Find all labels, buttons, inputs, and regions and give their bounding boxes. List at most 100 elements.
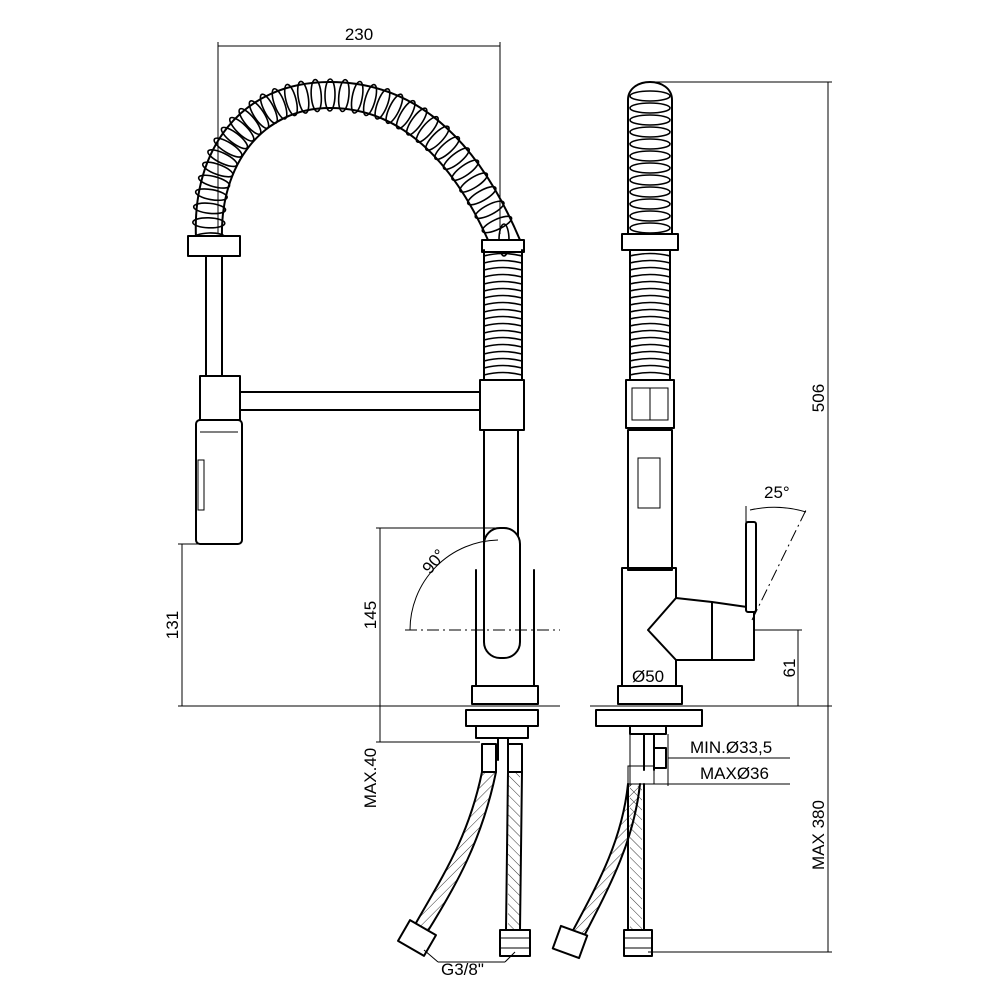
spring-coil bbox=[629, 273, 671, 278]
spring-coil bbox=[194, 188, 228, 202]
spring-coil bbox=[483, 308, 523, 313]
spring-coil bbox=[192, 216, 226, 229]
spring-coil bbox=[374, 88, 391, 120]
body-collar bbox=[479, 379, 525, 431]
spring-coil bbox=[220, 126, 249, 150]
spring-arch-inner bbox=[220, 107, 489, 241]
spring-coil bbox=[629, 198, 671, 210]
side-spring-collar bbox=[621, 233, 679, 251]
mount-plate bbox=[465, 709, 539, 727]
spring-coil bbox=[629, 114, 671, 126]
side-lever bbox=[647, 597, 755, 661]
spring-coil bbox=[483, 273, 523, 278]
dim-diameter-50: Ø50 bbox=[632, 667, 664, 686]
body-spring-coils bbox=[483, 252, 523, 376]
spring-coil bbox=[483, 329, 523, 334]
spring-coil bbox=[415, 115, 439, 143]
spring-coil bbox=[483, 350, 523, 355]
spring-coil bbox=[207, 149, 238, 168]
spray-head-body bbox=[195, 419, 243, 545]
spring-coil bbox=[629, 371, 671, 376]
spring-coil bbox=[433, 135, 461, 161]
side-hose-left bbox=[569, 783, 629, 937]
spring-coil bbox=[483, 336, 523, 341]
spring-coil bbox=[629, 350, 671, 355]
spring-coil bbox=[466, 185, 497, 206]
spring-coil bbox=[259, 93, 279, 124]
side-view: 506 61 25° Ø50 MIN.Ø33,5 MAXØ36 MAX 380 bbox=[551, 81, 832, 960]
spring-coil bbox=[629, 294, 671, 299]
spring-coil bbox=[629, 138, 671, 150]
spring-coil bbox=[629, 364, 671, 369]
spring-coil bbox=[483, 322, 523, 327]
spring-coil bbox=[629, 287, 671, 292]
spring-coil bbox=[483, 371, 523, 376]
dim-506: 506 bbox=[809, 384, 828, 412]
spring-coil bbox=[629, 252, 671, 257]
front-view: 230 131 145 90° MAX.40 G3/8" bbox=[163, 25, 560, 979]
spring-coil bbox=[481, 215, 513, 234]
spring-coil bbox=[483, 364, 523, 369]
lever-rotation-line bbox=[751, 509, 807, 621]
spring-coil bbox=[405, 107, 428, 136]
spring-collar-left bbox=[187, 235, 241, 257]
side-body-coils bbox=[629, 252, 671, 376]
side-spray-window bbox=[637, 457, 661, 509]
spring-coil bbox=[283, 83, 299, 117]
angle-arc-90 bbox=[409, 539, 499, 631]
spring-coil bbox=[324, 78, 336, 112]
spring-coils-front bbox=[192, 78, 513, 257]
spring-coil bbox=[483, 294, 523, 299]
dim-max380: MAX 380 bbox=[809, 800, 828, 870]
spring-coil bbox=[192, 202, 227, 215]
spring-coil bbox=[238, 107, 262, 136]
spring-coil bbox=[629, 222, 671, 234]
spray-head-top bbox=[199, 375, 241, 421]
spring-coil bbox=[213, 137, 243, 158]
side-mount-plate bbox=[595, 709, 703, 727]
spring-coil bbox=[248, 100, 270, 130]
spring-coil bbox=[483, 280, 523, 285]
hose-nut-right bbox=[499, 929, 531, 957]
spring-coil bbox=[483, 287, 523, 292]
hose-right bbox=[505, 771, 509, 931]
lever-handle bbox=[483, 527, 521, 659]
spring-coil bbox=[629, 301, 671, 306]
spring-coil bbox=[442, 147, 470, 171]
spring-coil bbox=[197, 174, 231, 189]
dim-145: 145 bbox=[361, 601, 380, 629]
side-column bbox=[627, 429, 673, 571]
spring-coil bbox=[424, 125, 450, 152]
spring-coil bbox=[296, 80, 310, 114]
spring-coil bbox=[629, 343, 671, 348]
spring-coil bbox=[629, 150, 671, 162]
side-lever-grip bbox=[745, 521, 757, 613]
spring-coil bbox=[629, 357, 671, 362]
side-spring-coils bbox=[629, 90, 671, 234]
dim-131: 131 bbox=[163, 611, 182, 639]
side-spring-top bbox=[627, 81, 673, 237]
spring-coil bbox=[629, 90, 671, 102]
spring-coil bbox=[228, 116, 255, 142]
body-base bbox=[471, 685, 539, 705]
hose-nut-left bbox=[397, 919, 437, 957]
spring-coil bbox=[629, 162, 671, 174]
spring-coil bbox=[451, 159, 480, 182]
spring-coil bbox=[629, 186, 671, 198]
spring-coil bbox=[362, 83, 378, 117]
spring-coil bbox=[629, 329, 671, 334]
side-nut-right bbox=[623, 929, 653, 957]
spring-collar-right-bottom bbox=[481, 239, 525, 253]
spring-coil bbox=[459, 172, 489, 193]
dim-230: 230 bbox=[345, 25, 373, 44]
spring-coil bbox=[395, 99, 416, 130]
spring-coil bbox=[483, 266, 523, 271]
spring-coil bbox=[629, 210, 671, 222]
thread-label: G3/8" bbox=[441, 960, 484, 979]
spring-coil bbox=[483, 259, 523, 264]
spring-coil bbox=[483, 252, 523, 257]
spring-coil bbox=[310, 78, 323, 113]
spring-coil bbox=[350, 80, 364, 114]
side-nut-left bbox=[551, 924, 589, 960]
